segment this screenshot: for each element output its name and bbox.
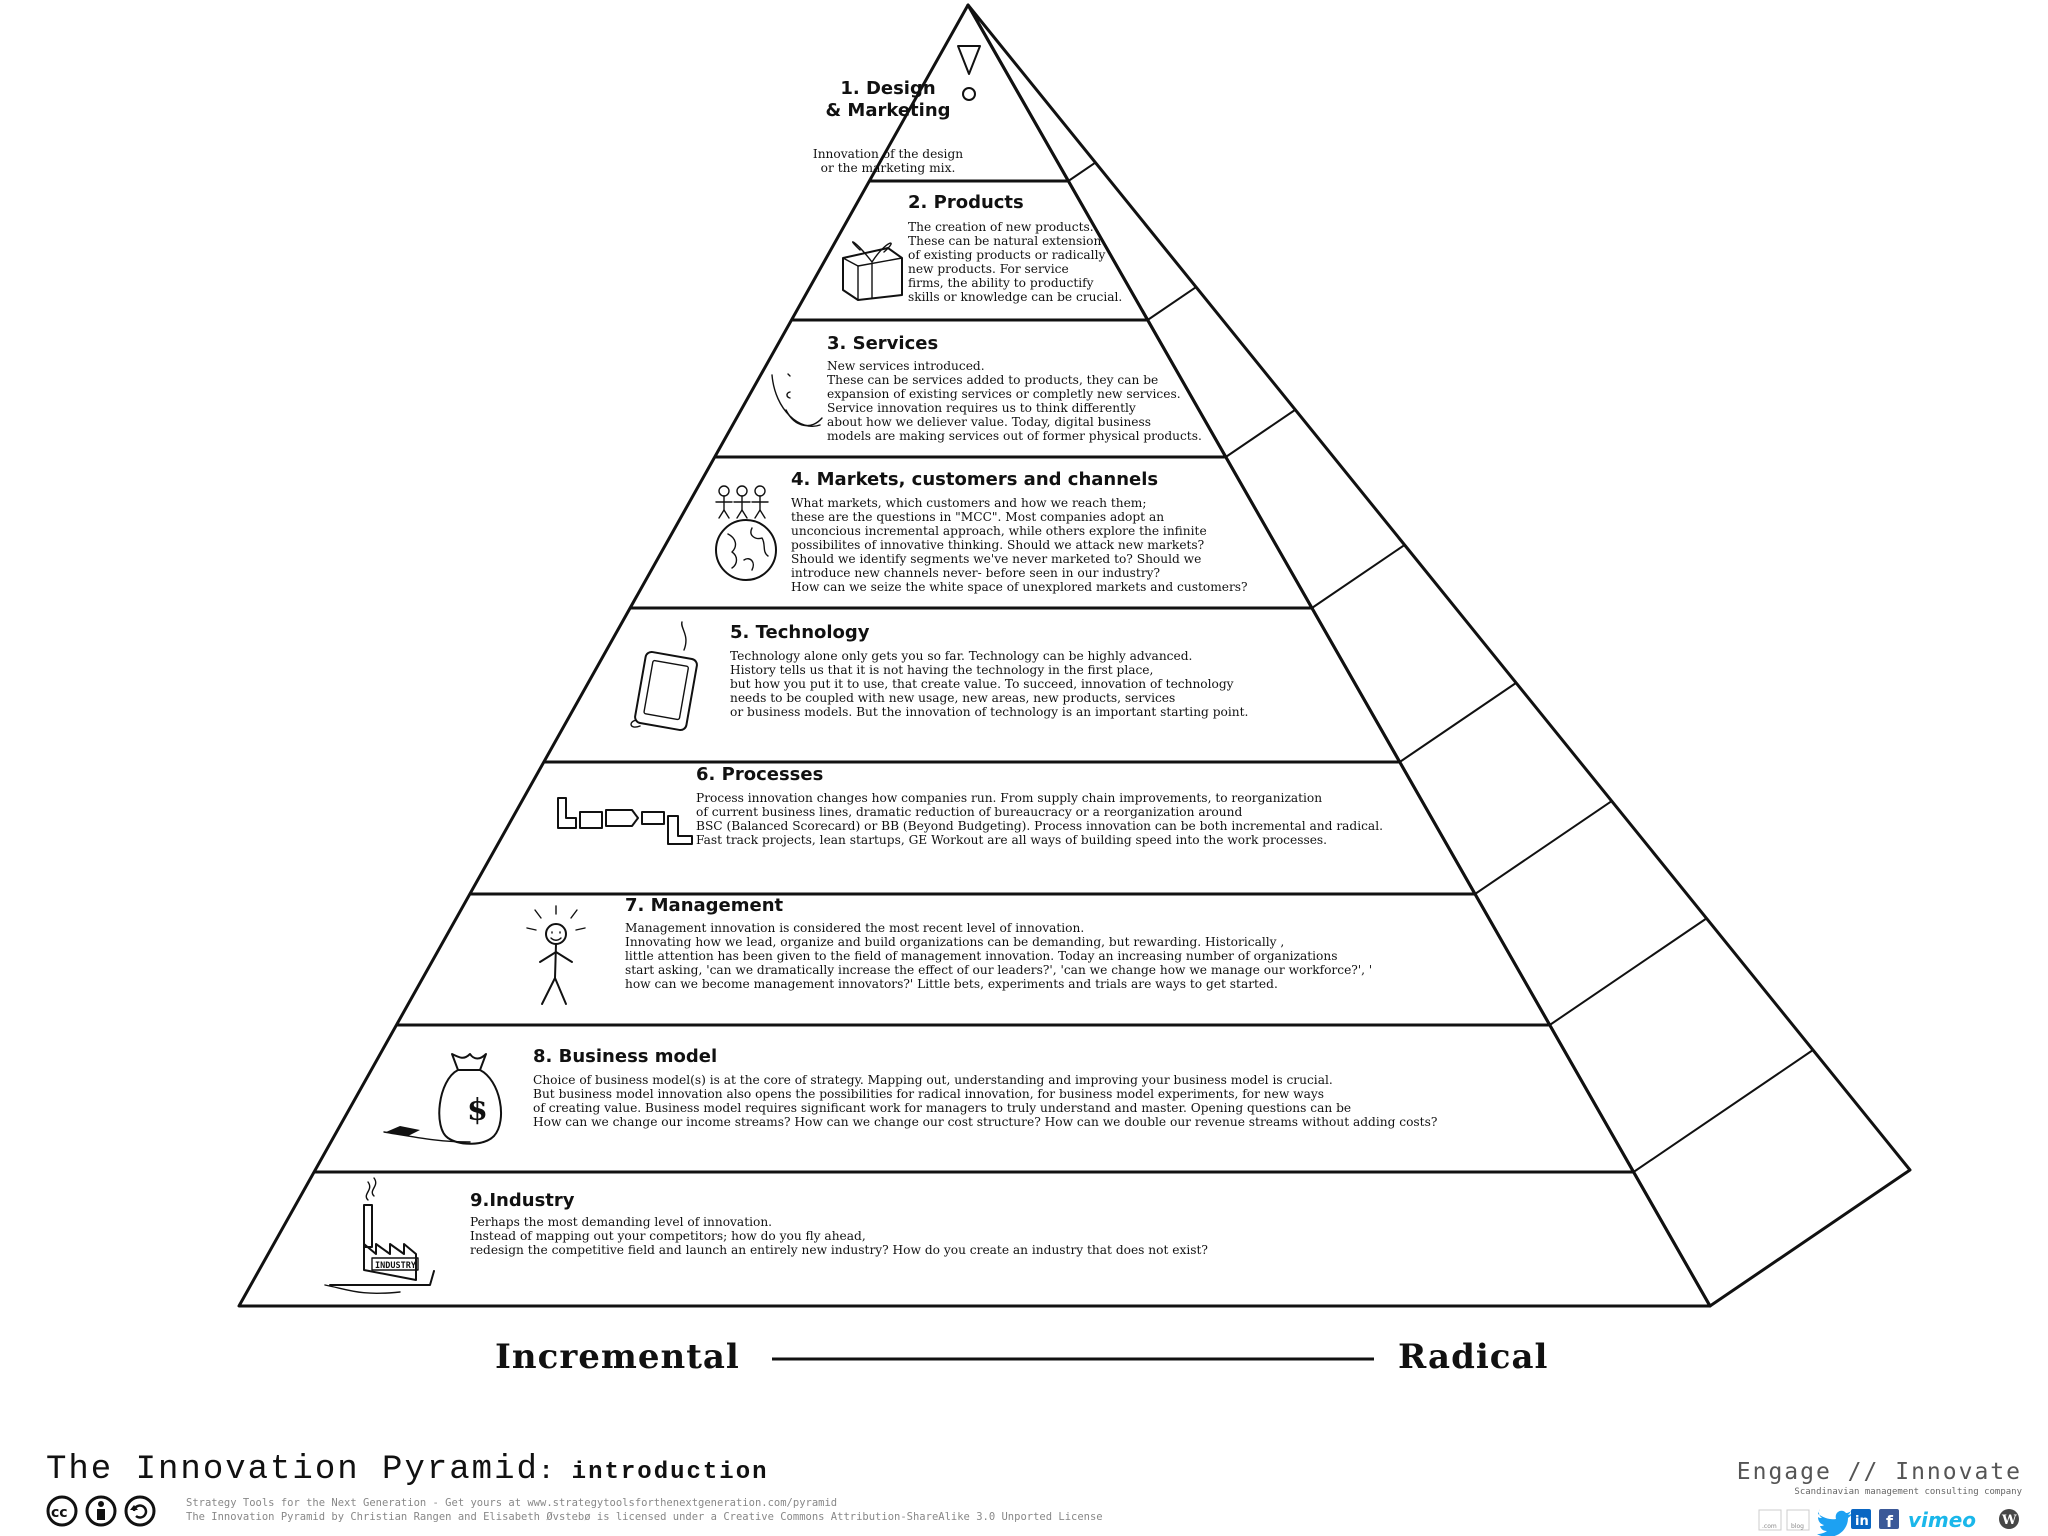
side-divider (1225, 408, 1296, 458)
gift-box-icon (842, 241, 903, 301)
document-title: The Innovation Pyramid: introduction (46, 1451, 769, 1489)
level-title: 8. Business model (533, 1046, 717, 1067)
license-icons: cc (46, 1495, 156, 1527)
level-title: 2. Products (908, 192, 1024, 213)
level-description: Process innovation changes how companies… (696, 791, 1383, 847)
pyramid-side-face (966, 3, 1912, 1308)
smiley-face-icon (771, 373, 823, 427)
axis-label-incremental: Incremental (495, 1337, 740, 1377)
level-description: Technology alone only gets you so far. T… (730, 649, 1248, 719)
svg-text:blog: blog (1791, 1523, 1804, 1530)
linkedin-icon[interactable]: in (1851, 1509, 1871, 1529)
triangle-circle-icon (957, 45, 981, 101)
by-icon[interactable] (85, 1495, 117, 1527)
brand-name: Engage // Innovate (1737, 1459, 2022, 1485)
cc-icon[interactable]: cc (46, 1495, 78, 1527)
dotcom-icon[interactable]: .com (1758, 1509, 1782, 1531)
footer-line-2: The Innovation Pyramid by Christian Rang… (186, 1511, 1103, 1523)
level-description: Management innovation is considered the … (625, 921, 1372, 991)
level-title: 5. Technology (730, 622, 870, 643)
svg-text:f: f (1886, 1512, 1894, 1531)
sa-icon[interactable] (124, 1495, 156, 1527)
level-icons: $ INDUSTRY (324, 45, 981, 1295)
level-description: Perhaps the most demanding level of inno… (470, 1215, 1208, 1257)
svg-text:vimeo: vimeo (1908, 1508, 1976, 1532)
tablet-icon (630, 621, 698, 732)
globe-people-icon (715, 485, 777, 581)
level-title: 4. Markets, customers and channels (791, 469, 1158, 490)
level-description: What markets, which customers and how we… (791, 496, 1248, 594)
side-divider (1311, 544, 1406, 609)
process-flow-icon (557, 797, 693, 845)
factory-icon: INDUSTRY (324, 1177, 435, 1295)
level-title: 1. Design& Marketing (825, 78, 950, 121)
page-title-subtitle: : introduction (539, 1459, 769, 1486)
wordpress-icon[interactable]: W (1999, 1509, 2019, 1529)
svg-text:in: in (1855, 1514, 1869, 1529)
page-title: The Innovation Pyramid: introduction (46, 1451, 769, 1489)
social-links: .com blog in f vimeo W (1758, 1508, 2019, 1536)
money-bag-icon: $ (383, 1053, 502, 1145)
twitter-icon[interactable] (1817, 1509, 1852, 1536)
brand-block: Engage // Innovate Scandinavian manageme… (1737, 1459, 2023, 1497)
level-title: 7. Management (625, 895, 784, 916)
brand-tagline: Scandinavian management consulting compa… (1794, 1487, 2022, 1497)
side-divider (1399, 682, 1517, 763)
svg-text:cc: cc (51, 1505, 68, 1521)
level-title: 6. Processes (696, 764, 823, 785)
vimeo-icon[interactable]: vimeo (1908, 1508, 1976, 1532)
level-title: 3. Services (827, 333, 938, 354)
side-divider (1147, 286, 1197, 321)
pyramid-outline (237, 3, 1912, 1308)
svg-text:$: $ (467, 1093, 488, 1128)
footer-license: Strategy Tools for the Next Generation -… (186, 1497, 1103, 1523)
side-divider (1549, 917, 1708, 1026)
svg-text:W: W (2001, 1513, 2017, 1528)
side-divider (1633, 1049, 1814, 1173)
level-description: The creation of new products.These can b… (908, 220, 1122, 304)
page-title-main: The Innovation Pyramid (46, 1451, 539, 1489)
factory-sign-label: INDUSTRY (375, 1261, 417, 1271)
level-description: New services introduced.These can be ser… (827, 359, 1202, 443)
footer-line-1: Strategy Tools for the Next Generation -… (186, 1497, 837, 1509)
axis-label-radical: Radical (1398, 1337, 1548, 1377)
stick-figure-icon (526, 905, 586, 1005)
side-divider (1474, 800, 1613, 895)
side-divider (1067, 161, 1096, 182)
level-description: Choice of business model(s) is at the co… (533, 1073, 1437, 1129)
blog-icon[interactable]: blog (1786, 1509, 1810, 1531)
facebook-icon[interactable]: f (1879, 1509, 1899, 1531)
svg-text:.com: .com (1762, 1523, 1777, 1530)
level-title: 9.Industry (470, 1190, 575, 1211)
innovation-axis: Incremental Radical (495, 1337, 1548, 1377)
